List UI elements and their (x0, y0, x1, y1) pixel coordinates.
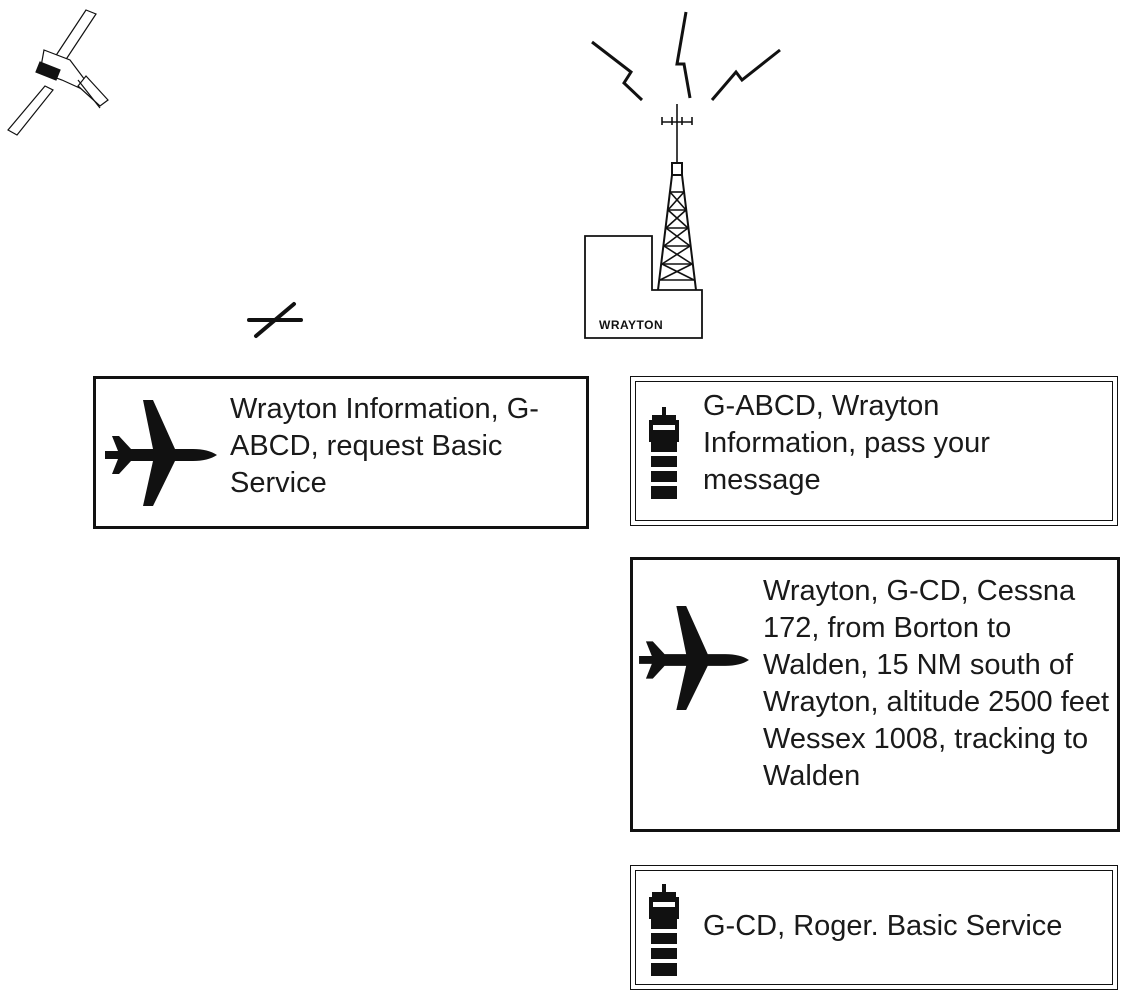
light-aircraft-icon (7, 9, 109, 136)
control-tower-icon (649, 884, 679, 976)
message-text: G-CD, Roger. Basic Service (703, 910, 1063, 942)
message-text: Wrayton Information, G-ABCD, request Bas… (230, 393, 539, 499)
control-tower-icon (649, 407, 679, 499)
airplane-icon (105, 400, 217, 506)
position-mark-icon (247, 302, 303, 338)
message-box-atc-1: G-ABCD, Wrayton Information, pass your m… (630, 376, 1118, 526)
illustration (7, 9, 781, 339)
lightning-icon (591, 11, 781, 102)
station-building (584, 235, 703, 339)
message-text: G-ABCD, Wrayton Information, pass your m… (703, 390, 990, 496)
message-box-pilot-1: Wrayton Information, G-ABCD, request Bas… (93, 376, 589, 529)
airplane-icon (639, 606, 749, 710)
radio-mast-icon (657, 104, 697, 291)
message-text: Wrayton, G-CD, Cessna 172, from Borton t… (763, 575, 1110, 792)
double-border (635, 381, 1113, 521)
station-name-label: WRAYTON (599, 318, 664, 332)
message-box-atc-2: G-CD, Roger. Basic Service (630, 865, 1118, 990)
message-box-pilot-2: Wrayton, G-CD, Cessna 172, from Borton t… (630, 557, 1120, 832)
